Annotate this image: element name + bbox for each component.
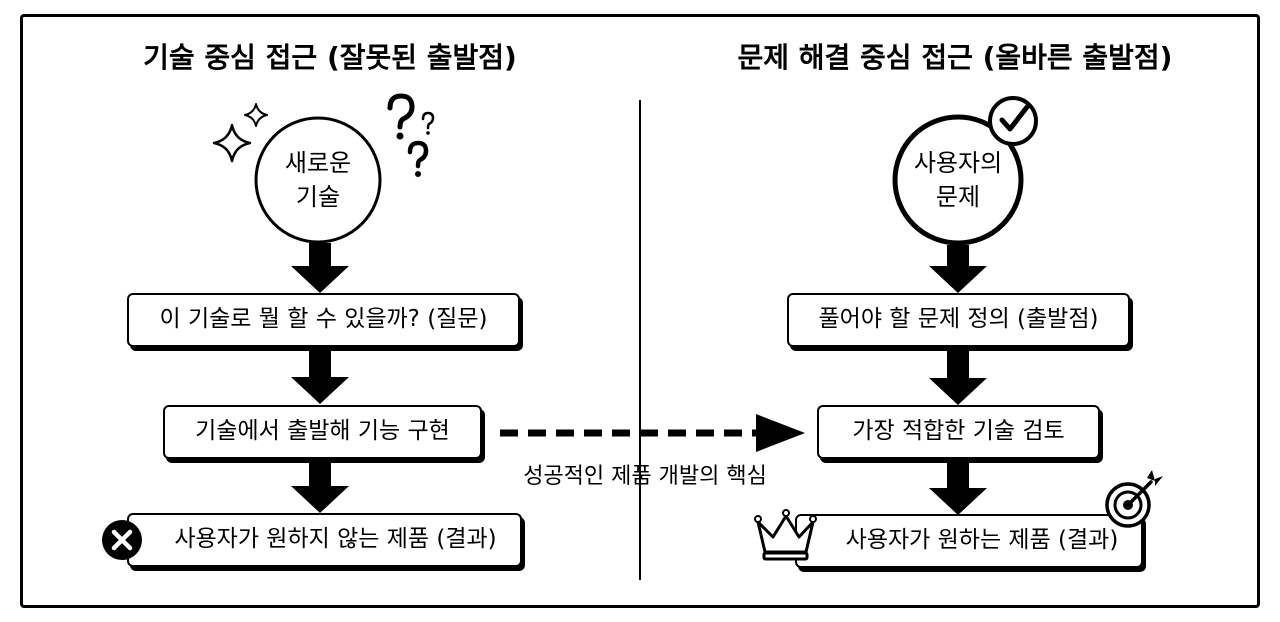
right-start-line2: 문제: [935, 183, 981, 211]
right-start-label: 사용자의 문제: [914, 146, 1002, 214]
right-step-result: 사용자가 원하는 제품 (결과): [795, 514, 1143, 568]
left-step-question: 이 기술로 뭘 할 수 있을까? (질문): [127, 293, 520, 347]
connector-label: 성공적인 제품 개발의 핵심: [523, 464, 767, 489]
left-step-implement: 기술에서 출발해 기능 구현: [163, 405, 482, 459]
left-step-result: 사용자가 원하지 않는 제품 (결과): [127, 513, 522, 567]
left-start-line2: 기술: [295, 183, 341, 211]
right-column-title: 문제 해결 중심 접근 (올바른 출발점): [737, 41, 1173, 74]
right-step-define-problem: 풀어야 할 문제 정의 (출발점): [787, 293, 1130, 347]
left-start-line1: 새로운: [284, 149, 352, 177]
right-step-review-tech: 가장 적합한 기술 검토: [817, 405, 1100, 459]
right-start-line1: 사용자의: [913, 149, 1003, 177]
left-start-label: 새로운 기술: [285, 146, 351, 214]
left-column-title: 기술 중심 접근 (잘못된 출발점): [143, 41, 517, 74]
column-divider: [639, 100, 641, 580]
diagram-frame: [20, 14, 1260, 608]
